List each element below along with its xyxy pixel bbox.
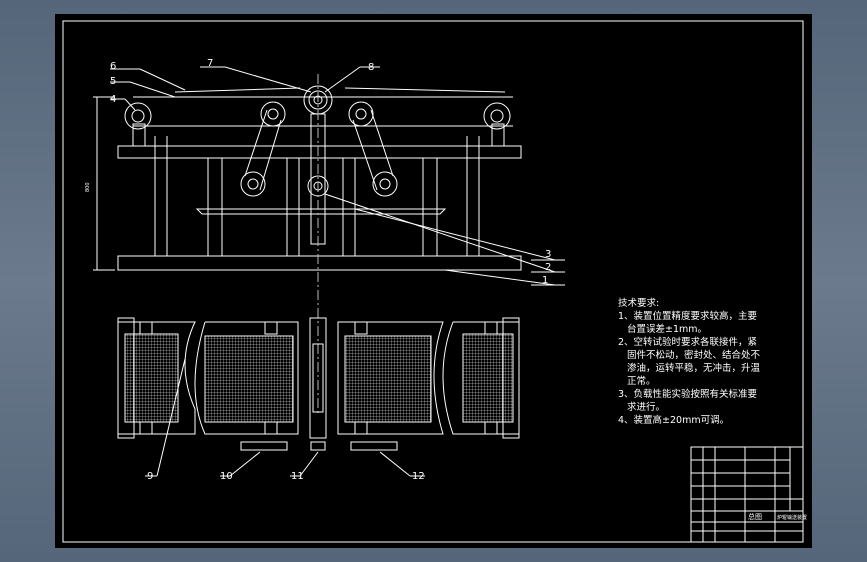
inner-border — [62, 20, 804, 543]
top-view — [117, 317, 520, 477]
tech-req-title: 技术要求: — [618, 297, 659, 309]
balloon-1: 1 — [542, 275, 548, 286]
balloon-10: 10 — [220, 471, 233, 482]
drawing-name: 总图 — [748, 512, 762, 521]
balloon-6: 6 — [110, 61, 116, 72]
tech-req-line: 4、装置高±20mm可调。 — [618, 414, 729, 426]
balloon-5: 5 — [110, 76, 116, 87]
tech-req-line: 求进行。 — [627, 401, 665, 413]
roller-mid-right — [348, 101, 374, 127]
roller-right — [483, 102, 511, 130]
balloon-11: 11 — [291, 471, 304, 482]
tech-req-line: 1、装置位置精度要求较高，主要 — [618, 310, 757, 322]
lower-roller-right — [372, 171, 398, 197]
balloon-2: 2 — [545, 262, 551, 273]
drawing-canvas: 1 2 3 4 5 6 7 8 9 10 11 12 800 技术要求: 1、装… — [62, 20, 807, 543]
title-block — [690, 446, 804, 543]
roller-mid-left — [260, 101, 286, 127]
balloon-4: 4 — [110, 94, 116, 105]
balloon-12: 12 — [412, 471, 425, 482]
tech-req-line: 2、空转试验时要求各联接件，紧 — [618, 336, 757, 348]
top-plate — [117, 145, 522, 159]
balloon-9: 9 — [147, 471, 153, 482]
tech-req-line: 渗油，运转平稳，无冲击，升温 — [627, 362, 761, 374]
tech-req-line: 3、负载性能实验按照有关标准要 — [618, 388, 757, 400]
tech-req-line: 台置误差±1mm。 — [627, 323, 707, 335]
balloon-3: 3 — [545, 249, 551, 260]
middle-tray — [195, 208, 447, 215]
lower-roller-left — [240, 171, 266, 197]
tech-req-line: 固件不松动，密封处、结合处不 — [627, 349, 761, 361]
base-plate — [117, 255, 522, 271]
balloon-7: 7 — [207, 58, 213, 69]
dimension-800: 800 — [85, 182, 91, 192]
balloon-8: 8 — [368, 62, 374, 73]
tech-req-line: 正常。 — [627, 375, 656, 387]
tech-requirements: 技术要求: 1、装置位置精度要求较高，主要 台置误差±1mm。 2、空转试验时要… — [618, 297, 761, 426]
roller-left — [124, 102, 152, 130]
balloon-labels: 1 2 3 4 5 6 7 8 9 10 11 12 800 — [85, 58, 551, 482]
drawing-sheet: 1 2 3 4 5 6 7 8 9 10 11 12 800 技术要求: 1、装… — [55, 14, 812, 548]
drawing-title: 炉辊输送装置 — [777, 514, 807, 521]
front-view — [93, 66, 565, 414]
